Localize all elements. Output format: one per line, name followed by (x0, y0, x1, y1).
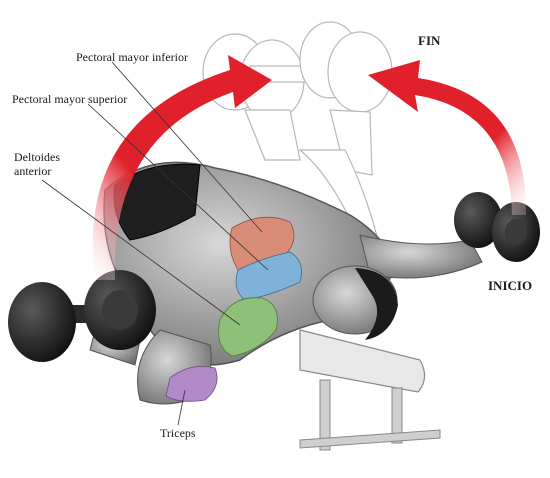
label-pectoral-superior: Pectoral mayor superior (12, 92, 128, 106)
dumbbell-left (8, 270, 156, 362)
label-pectoral-inferior: Pectoral mayor inferior (76, 50, 188, 64)
arrow-left (92, 55, 272, 280)
label-fin: FIN (418, 33, 441, 48)
label-inicio: INICIO (488, 278, 533, 293)
label-deltoides-line2: anterior (14, 164, 52, 178)
deltoides-muscle (218, 297, 278, 357)
dumbbell-right (454, 192, 540, 262)
pectoral-superior-muscle (235, 251, 303, 301)
triceps-muscle (165, 365, 218, 402)
watermark: Спортивные ... vk.com/sport... (188, 458, 362, 472)
label-deltoides-line1: Deltoides (14, 150, 60, 164)
leader-lines (41, 61, 269, 426)
arrow-right (368, 60, 527, 215)
ghost-dumbbells (202, 21, 393, 242)
label-triceps: Triceps (160, 426, 196, 440)
